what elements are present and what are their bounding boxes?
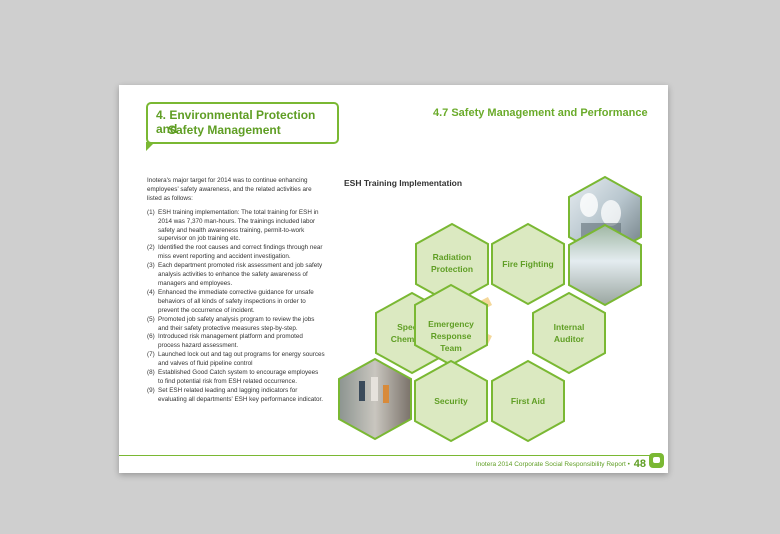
- report-page: 4. Environmental Protection and Safety M…: [119, 85, 668, 473]
- body-text: Inotera's major target for 2014 was to c…: [147, 177, 325, 405]
- chapter-title-tab: [146, 142, 155, 151]
- list-item: (6)Introduced risk management platform a…: [147, 333, 303, 350]
- chapter-title-line1: 4. Environmental Protection and: [156, 108, 316, 136]
- list-item: (9)Set ESH related leading and lagging i…: [147, 386, 324, 403]
- hex-radiation-protection: Radiation Protection: [415, 222, 489, 306]
- esh-hexagon-diagram: Radiation Protection Fire Fighting Speci…: [338, 175, 642, 443]
- page-number: 48: [633, 458, 646, 470]
- footer-divider: [119, 455, 657, 456]
- svg-text:Special: Special: [397, 322, 427, 332]
- hex-fire-fighting: Fire Fighting: [491, 222, 565, 306]
- chapter-title-line2: Safety Management: [168, 123, 281, 137]
- list-item: (8)Established Good Catch system to enco…: [147, 369, 319, 385]
- section-title: 4.7 Safety Management and Performance: [433, 107, 648, 119]
- svg-text:Protection: Protection: [431, 264, 473, 274]
- chapter-title-box: 4. Environmental Protection and Safety M…: [146, 102, 339, 144]
- footer-bullet: •: [627, 461, 630, 468]
- svg-text:Team: Team: [440, 343, 462, 353]
- svg-text:Chemicals: Chemicals: [391, 334, 434, 344]
- svg-text:Internal: Internal: [554, 322, 585, 332]
- svg-text:Auditor: Auditor: [554, 334, 585, 344]
- hex-internal-auditor: Internal Auditor: [532, 291, 606, 375]
- list-item: (3)Each department promoted risk assessm…: [147, 262, 323, 287]
- intro-paragraph: Inotera's major target for 2014 was to c…: [147, 177, 312, 202]
- photo-hex-3: [338, 357, 412, 441]
- list-item: (2)Identified the root causes and correc…: [147, 244, 323, 261]
- home-icon[interactable]: [649, 453, 664, 468]
- list-item: (7)Launched lock out and tag out program…: [147, 351, 325, 368]
- activity-list: (1)ESH training implementation: The tota…: [147, 209, 325, 405]
- svg-text:Security: Security: [434, 396, 468, 406]
- svg-text:Fire Fighting: Fire Fighting: [502, 259, 553, 269]
- hex-security: Security: [414, 359, 488, 443]
- svg-text:Emergency: Emergency: [428, 319, 474, 329]
- esh-diagram-title: ESH Training Implementation: [344, 178, 463, 188]
- photo-hex-2: [568, 223, 642, 307]
- hex-first-aid: First Aid: [491, 359, 565, 443]
- footer-report-name: Inotera 2014 Corporate Social Responsibi…: [475, 461, 626, 468]
- svg-text:Response: Response: [431, 331, 472, 341]
- list-item: (1)ESH training implementation: The tota…: [147, 208, 319, 243]
- svg-text:First Aid: First Aid: [511, 396, 545, 406]
- list-item: (4)Enhanced the immediate corrective gui…: [147, 288, 314, 314]
- footer: Inotera 2014 Corporate Social Responsibi…: [476, 458, 646, 470]
- list-item: (5)Promoted job safety analysis program …: [147, 315, 315, 332]
- svg-text:Radiation: Radiation: [433, 252, 472, 262]
